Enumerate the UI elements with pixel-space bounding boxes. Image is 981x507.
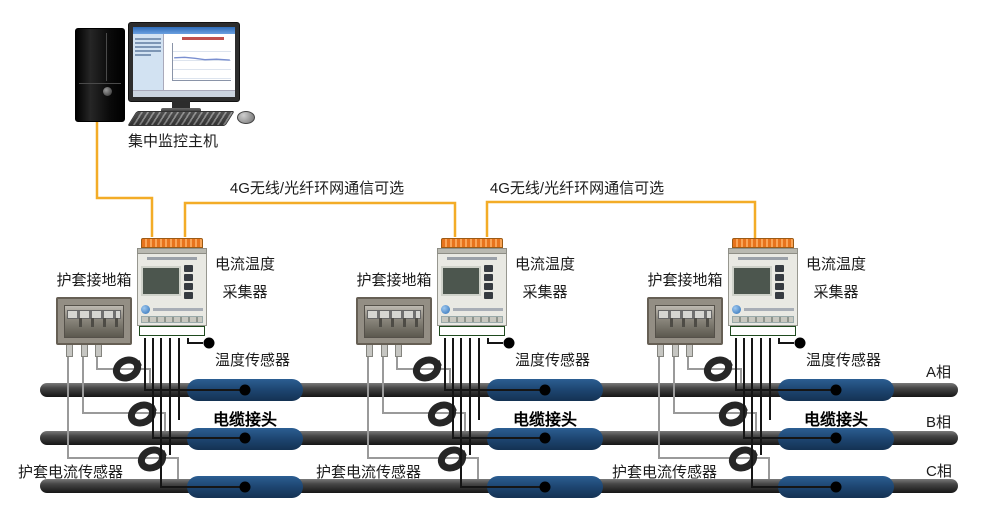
grounding-box-3 [647, 297, 723, 345]
temp-sensor-label: 温度传感器 [215, 352, 291, 369]
brand-logo [141, 305, 150, 314]
grounding-box-label: 护套接地箱 [647, 272, 723, 289]
terminal-strip-top [141, 238, 203, 248]
chart-title-text [182, 37, 224, 40]
grounding-box-1 [56, 297, 132, 345]
mouse [237, 111, 255, 124]
sheath-sensor-label: 护套电流传感器 [612, 464, 718, 481]
grounding-box-label: 护套接地箱 [56, 272, 132, 289]
collector-label: 电流温度 采集器 [214, 256, 275, 301]
terminal-strip-bottom [439, 326, 505, 336]
host-monitor [128, 22, 240, 102]
host-tower [75, 28, 125, 122]
tower-divider [79, 83, 121, 84]
app-statusbar [133, 90, 235, 97]
keyboard [127, 111, 235, 126]
monitor-screen [133, 27, 235, 97]
phase-a-label: A相 [926, 364, 952, 381]
app-titlebar [133, 27, 235, 34]
brand-logo [732, 305, 741, 314]
phase-b-label: B相 [926, 414, 952, 431]
collector-buttons [184, 265, 193, 303]
app-chart-area [164, 34, 235, 90]
monitor-base [161, 108, 201, 113]
collector-label: 电流温度 采集器 [514, 256, 575, 301]
comm-lines [95, 120, 757, 242]
tower-power-button [103, 87, 112, 96]
temp-sensor-wires [144, 338, 831, 488]
comm-label-1: 4G无线/光纤环网通信可选 [229, 180, 405, 197]
collector-lcd [732, 266, 772, 296]
phase-c-label: C相 [926, 463, 952, 480]
host-label: 集中监控主机 [128, 133, 219, 150]
sheath-sensor-label: 护套电流传感器 [316, 464, 422, 481]
terminal-strip-bottom [730, 326, 796, 336]
tower-panel-line [106, 33, 107, 81]
terminal-strip-bottom [139, 326, 205, 336]
collector-device-1 [137, 238, 207, 336]
comm-label-2: 4G无线/光纤环网通信可选 [489, 180, 665, 197]
comm-line-2 [485, 200, 757, 242]
temp-sensor-probes [203, 337, 842, 493]
collector-device-2 [437, 238, 507, 336]
terminal-strip-top [441, 238, 503, 248]
app-sidebar [133, 34, 164, 90]
cable-joint-label: 电缆接头 [512, 412, 577, 429]
collector-lcd [441, 266, 481, 296]
collector-buttons [775, 265, 784, 303]
cable-joint-label: 电缆接头 [212, 412, 277, 429]
trend-chart [172, 43, 231, 81]
terminal-strip-top [732, 238, 794, 248]
monitor-stand [172, 101, 190, 109]
temp-sensor-label: 温度传感器 [806, 352, 882, 369]
grounding-box-label: 护套接地箱 [356, 272, 432, 289]
temp-sensor-label: 温度传感器 [515, 352, 591, 369]
collector-device-3 [728, 238, 798, 336]
collector-lcd [141, 266, 181, 296]
ground-wires [67, 350, 770, 479]
collector-buttons [484, 265, 493, 303]
brand-logo [441, 305, 450, 314]
comm-line-host [95, 120, 154, 237]
sheath-sensor-label: 护套电流传感器 [18, 464, 124, 481]
cable-joint-label: 电缆接头 [803, 412, 868, 429]
comm-line-1 [183, 201, 457, 237]
grounding-box-2 [356, 297, 432, 345]
collector-label: 电流温度 采集器 [805, 256, 866, 301]
